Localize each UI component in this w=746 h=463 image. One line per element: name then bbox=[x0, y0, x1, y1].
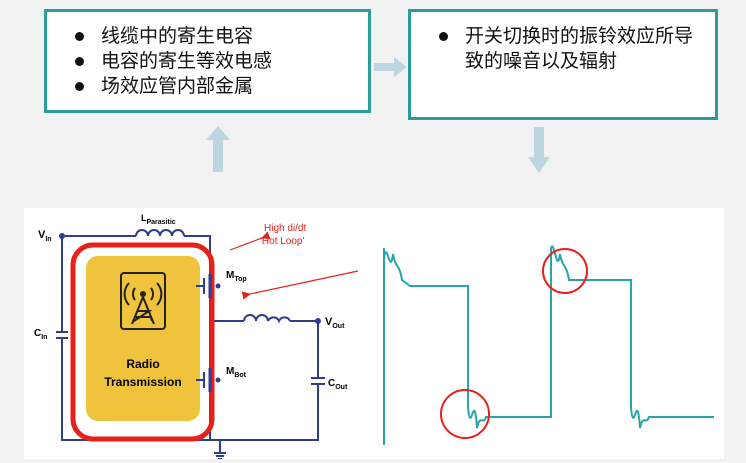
parasitic-inductor bbox=[135, 229, 185, 237]
hot-loop-diagram: VIn LParasitic CIn Radio Transmission bbox=[24, 208, 724, 460]
vin-label: VIn bbox=[38, 229, 52, 243]
arrow-up-icon bbox=[206, 126, 230, 172]
vin-terminal bbox=[59, 233, 65, 239]
list-item: 场效应管内部金属 bbox=[65, 74, 360, 99]
list-item: 开关切换时的振铃效应所导致的噪音以及辐射 bbox=[429, 24, 707, 74]
ringing-noise-card: 开关切换时的振铃效应所导致的噪音以及辐射 bbox=[408, 9, 718, 120]
output-inductor bbox=[243, 314, 291, 324]
mosfet-bottom bbox=[196, 368, 212, 392]
hot-loop bbox=[70, 242, 215, 442]
circuit-and-waveform: VIn LParasitic CIn Radio Transmission bbox=[34, 213, 714, 460]
arrow-right-icon bbox=[374, 57, 407, 77]
lpar-label: LParasitic bbox=[141, 213, 176, 226]
output-capacitor bbox=[311, 377, 325, 385]
ringing-waveform bbox=[383, 245, 714, 445]
cin-label: CIn bbox=[34, 328, 47, 341]
mtop-label: MTop bbox=[226, 270, 247, 283]
ringing-noise-list: 开关切换时的振铃效应所导致的噪音以及辐射 bbox=[429, 24, 707, 74]
mosfet-top bbox=[196, 274, 212, 298]
radio-transmission-box bbox=[86, 256, 200, 421]
parasitic-sources-card: 线缆中的寄生电容 电容的寄生等效电感 场效应管内部金属 bbox=[44, 9, 371, 113]
hot-loop-label-line2: 'Hot Loop' bbox=[260, 236, 304, 247]
vout-label: VOut bbox=[325, 316, 345, 330]
input-capacitor bbox=[56, 331, 68, 339]
hot-loop-label-line1: High di/dt bbox=[264, 223, 306, 234]
ringing-highlight-bottom bbox=[440, 389, 490, 439]
switch-node-pointer bbox=[241, 270, 359, 300]
parasitic-sources-list: 线缆中的寄生电容 电容的寄生等效电感 场效应管内部金属 bbox=[65, 24, 360, 99]
list-item: 电容的寄生等效电感 bbox=[65, 49, 360, 74]
radio-label-line2: Transmission bbox=[104, 375, 181, 389]
list-item: 线缆中的寄生电容 bbox=[65, 24, 360, 49]
ringing-highlight-top bbox=[542, 248, 588, 294]
vout-terminal bbox=[315, 318, 321, 324]
radio-tower-icon bbox=[120, 272, 166, 330]
arrow-down-icon bbox=[528, 127, 550, 173]
mbot-label: MBot bbox=[226, 366, 247, 379]
cout-label: COut bbox=[328, 378, 348, 391]
radio-label-line1: Radio bbox=[126, 357, 159, 371]
hot-loop-pointer bbox=[229, 231, 271, 251]
ground-icon bbox=[214, 452, 226, 460]
